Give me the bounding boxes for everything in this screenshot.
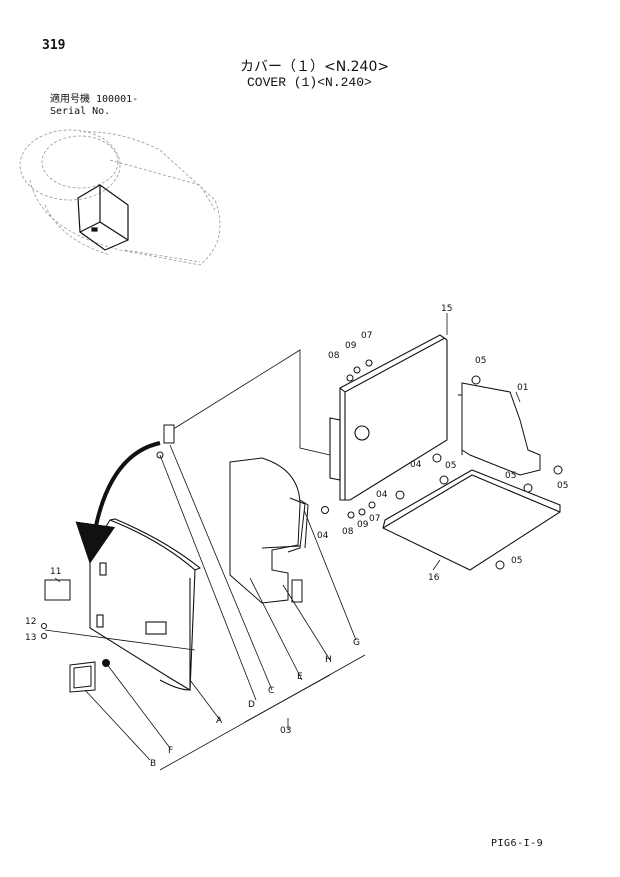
label-E: E — [297, 672, 303, 682]
cover-panel-03 — [89, 518, 202, 691]
callout-13: 13 — [25, 633, 36, 643]
callout-04: 04 — [376, 490, 388, 500]
label-D: D — [248, 700, 255, 710]
leader-lines — [44, 313, 521, 771]
label-A: A — [216, 716, 223, 726]
small-parts — [41, 579, 110, 693]
callout-01: 01 — [517, 383, 528, 393]
callout-05: 05 — [505, 471, 516, 481]
serial-line-en: Serial No. — [50, 106, 111, 117]
callout-04: 04 — [317, 531, 329, 541]
reference-box — [169, 349, 331, 456]
callout-07: 07 — [361, 331, 372, 341]
callout-08: 08 — [328, 351, 340, 361]
callout-11: 11 — [50, 567, 61, 577]
assembly-arrow — [75, 441, 161, 564]
serial-info: 適用号機 100001- Serial No. — [50, 94, 138, 118]
callout-08: 08 — [342, 527, 354, 537]
callout-03: 03 — [280, 726, 291, 736]
title-english: COVER (1)<N.240> — [247, 75, 372, 90]
page-number: 319 — [42, 38, 66, 53]
tray-16 — [382, 469, 561, 571]
callout-15: 15 — [441, 304, 452, 314]
fasteners — [156, 359, 563, 570]
machine-thumbnail — [19, 129, 221, 266]
callout-04: 04 — [410, 460, 422, 470]
callout-09: 09 — [345, 341, 357, 351]
callout-05: 05 — [557, 481, 568, 491]
callout-16: 16 — [428, 573, 440, 583]
label-G: G — [353, 638, 360, 648]
callout-07: 07 — [369, 514, 380, 524]
plate-15 — [329, 334, 448, 501]
title-japanese: カバー（１）<N.240> — [240, 59, 390, 75]
serial-line-jp: 適用号機 100001- — [50, 94, 139, 105]
label-F: F — [168, 746, 173, 756]
thumbnail-highlight-cover — [77, 184, 129, 251]
label-H: H — [325, 655, 332, 665]
seal-parts — [229, 457, 309, 604]
plate-01 — [458, 382, 541, 476]
label-B: B — [150, 759, 156, 769]
label-C: C — [268, 686, 274, 696]
footer-code: PIG6-I-9 — [491, 838, 544, 849]
callout-labels: 15 07 09 08 05 01 04 05 05 05 04 08 09 0… — [25, 304, 568, 769]
callout-05: 05 — [445, 461, 456, 471]
callout-12: 12 — [25, 617, 36, 627]
callout-09: 09 — [357, 520, 369, 530]
callout-05: 05 — [475, 356, 486, 366]
callout-05: 05 — [511, 556, 522, 566]
